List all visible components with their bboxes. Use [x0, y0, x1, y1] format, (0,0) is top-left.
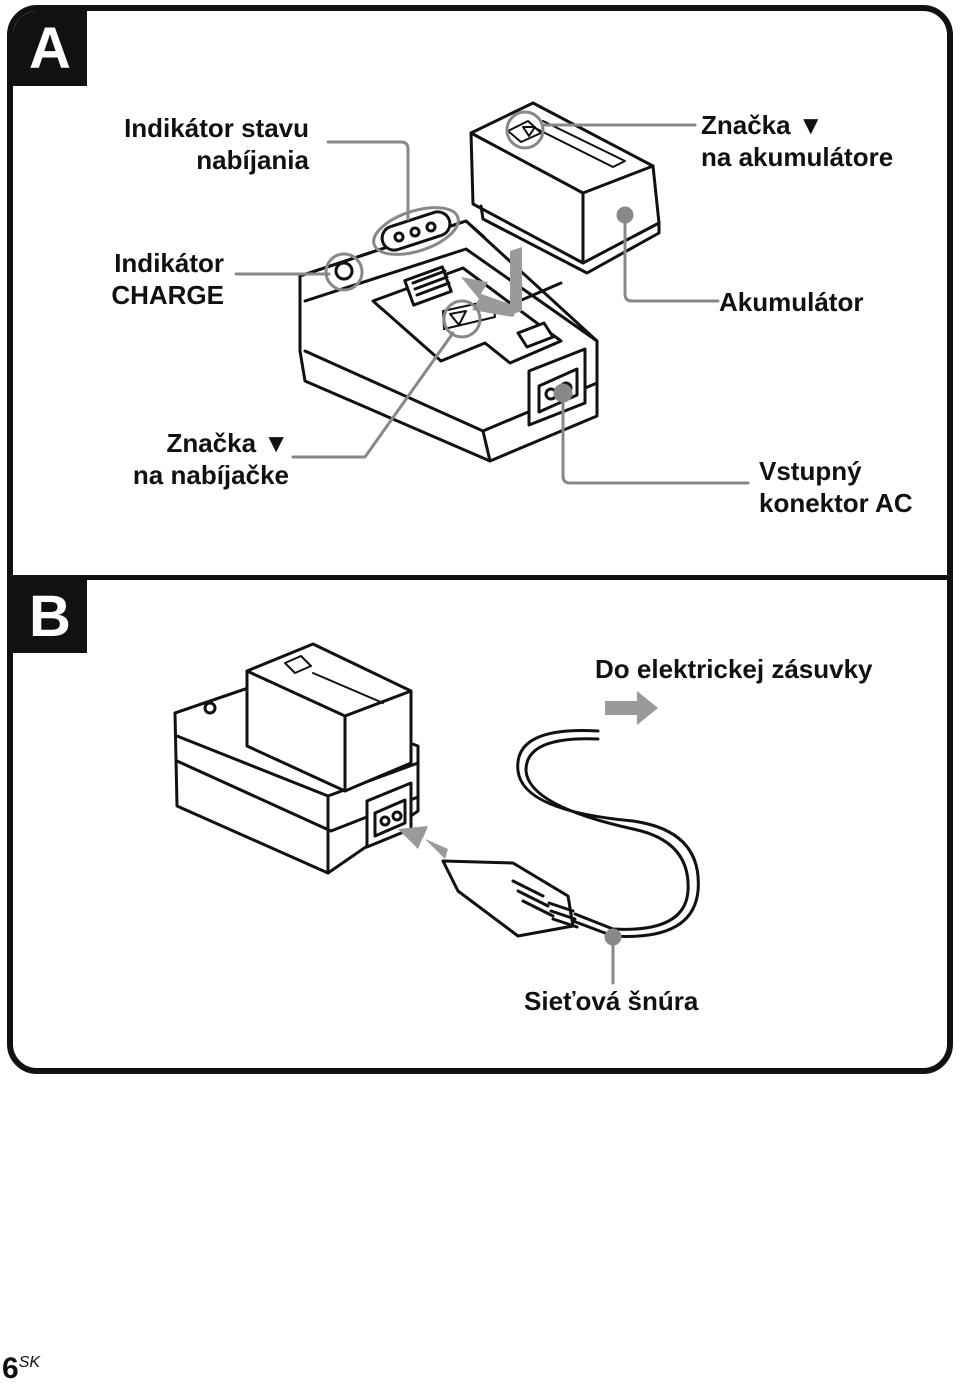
- label-charging-status-indicator: Indikátor stavu nabíjania: [124, 113, 309, 175]
- label-battery: Akumulátor: [719, 287, 864, 317]
- label-mark-on-battery: Značka ▼ na akumulátore: [701, 110, 894, 172]
- diagram-frame: A B Indikátor stavu nabíjania Indikátor …: [7, 5, 953, 1074]
- battery-a: [469, 101, 661, 275]
- label-power-cord: Sieťová šnúra: [524, 986, 699, 1016]
- label-mark-on-charger: Značka ▼ na nabíjačke: [132, 428, 289, 490]
- illustration: [173, 101, 750, 985]
- panel-a-tag: A: [13, 11, 87, 86]
- panel-divider: [13, 575, 947, 580]
- label-to-wall-outlet: Do elektrickej zásuvky: [595, 654, 873, 684]
- battery-b: [245, 642, 413, 793]
- label-ac-input-connector: Vstupný konektor AC: [759, 456, 913, 518]
- power-cord-b: [441, 729, 700, 938]
- panel-b-tag: B: [13, 580, 87, 653]
- label-charge-indicator: Indikátor CHARGE: [111, 248, 224, 310]
- page-number: 6SK: [2, 1352, 41, 1385]
